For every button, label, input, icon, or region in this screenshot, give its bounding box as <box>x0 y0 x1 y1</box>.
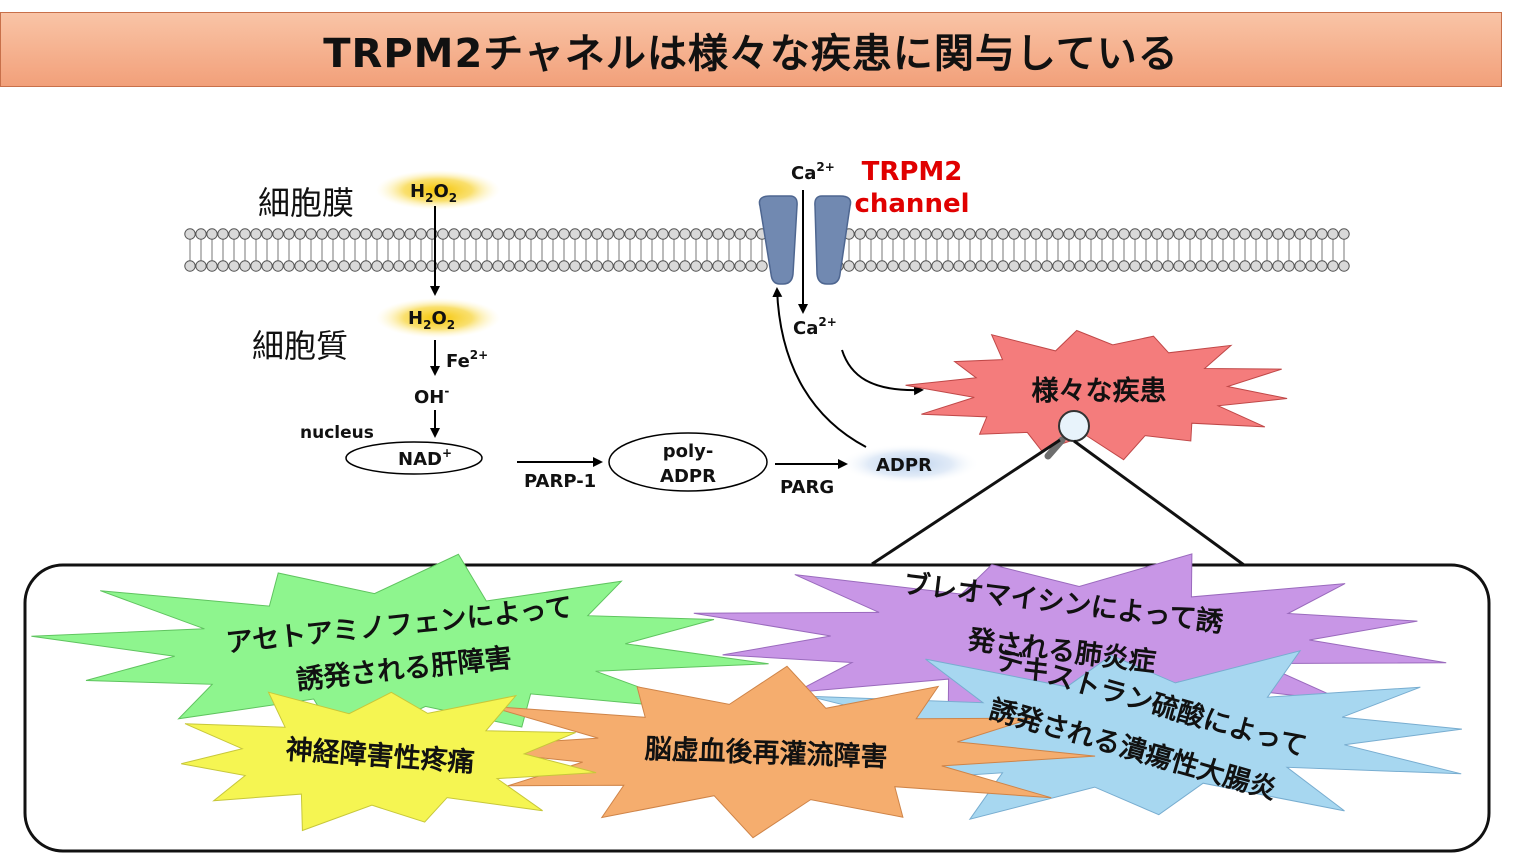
nucleus-label: nucleus <box>300 423 374 443</box>
ca-top-label: Ca2+ <box>791 160 835 184</box>
liver-injury-burst <box>31 553 769 747</box>
title-banner: TRPM2チャネルは様々な疾患に関与している <box>0 12 1502 87</box>
adpr-glow <box>840 444 980 484</box>
oh-label: OH- <box>414 384 449 408</box>
trpm2-label-line1: TRPM2 <box>862 157 963 187</box>
zoom-line-left <box>871 438 1061 566</box>
lipid-bilayer <box>184 228 1350 272</box>
fe-label: Fe2+ <box>446 348 488 372</box>
nad-node <box>345 441 483 475</box>
neuropathic-pain-burst <box>181 691 597 832</box>
h2o2-glow-top <box>376 170 500 210</box>
adpr-label: ADPR <box>876 455 932 476</box>
poly-adpr-label-line1: poly- <box>663 441 714 462</box>
parp1-label: PARP-1 <box>524 471 596 492</box>
page-title: TRPM2チャネルは様々な疾患に関与している <box>323 30 1179 77</box>
diseases-label: 様々な疾患 <box>1032 375 1167 407</box>
trpm2-label-line2: channel <box>854 189 969 219</box>
h2o2-glow-bottom <box>376 298 500 338</box>
zoom-line-right <box>1073 439 1245 567</box>
poly-adpr-node <box>608 432 768 492</box>
ca-bottom-label: Ca2+ <box>793 315 837 339</box>
arrow-ca-to-disease <box>841 349 924 396</box>
diseases-burst <box>905 329 1288 461</box>
poly-adpr-label-line2: ADPR <box>660 466 716 487</box>
trpm2-channel <box>758 195 852 285</box>
cytoplasm-label: 細胞質 <box>252 327 348 365</box>
cell-membrane-label: 細胞膜 <box>258 184 354 222</box>
arrow-adpr-to-channel <box>772 287 867 448</box>
magnifier-icon <box>1044 410 1090 460</box>
parg-label: PARG <box>780 477 834 498</box>
